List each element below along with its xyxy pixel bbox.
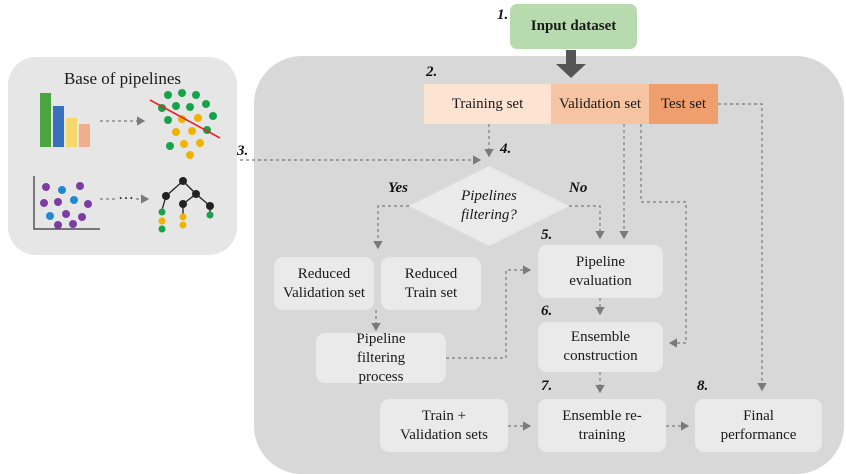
input-dataset-box: Input dataset	[510, 4, 637, 49]
no-label: No	[569, 180, 588, 196]
tree-nodes	[158, 177, 214, 233]
reduced-train-set-box: Reduced Train set	[381, 257, 481, 310]
step-7-label: 7.	[541, 378, 553, 394]
ensemble-construction-box: Ensemble construction	[538, 322, 663, 372]
test-set-segment: Test set	[649, 84, 718, 124]
step-3-label: 3.	[237, 143, 249, 159]
step-5-label: 5.	[541, 227, 553, 243]
pipeline-evaluation-box: Pipeline evaluation	[538, 245, 663, 298]
classifier-dots-icon	[149, 89, 221, 159]
ensemble-retraining-box: Ensemble re-training	[538, 399, 666, 452]
decision-label: Pipelines filtering?	[461, 188, 517, 223]
reduced-validation-set-box: Reduced Validation set	[274, 257, 374, 310]
final-performance-box: Final performance	[695, 399, 822, 452]
step-8-label: 8.	[697, 378, 709, 394]
base-title: Base of pipelines	[63, 68, 182, 88]
train-validation-sets-box: Train + Validation sets	[380, 399, 508, 452]
validation-set-segment: Validation set	[551, 84, 649, 124]
input-dataset-label: Input dataset	[530, 18, 617, 34]
step-2-label: 2.	[426, 64, 438, 80]
ellipsis: …	[118, 185, 134, 203]
step-6-label: 6.	[541, 303, 553, 319]
step-4-label: 4.	[500, 141, 512, 157]
step-1-label: 1.	[497, 7, 509, 23]
pipeline-filtering-process-box: Pipeline filtering process	[316, 331, 446, 385]
scatter-plot-icon	[33, 176, 100, 230]
training-set-segment: Training set	[424, 84, 551, 124]
bar-chart-icon	[40, 93, 90, 147]
input-arrow	[556, 50, 586, 78]
yes-label: Yes	[388, 180, 408, 196]
decision-diamond	[409, 166, 569, 246]
